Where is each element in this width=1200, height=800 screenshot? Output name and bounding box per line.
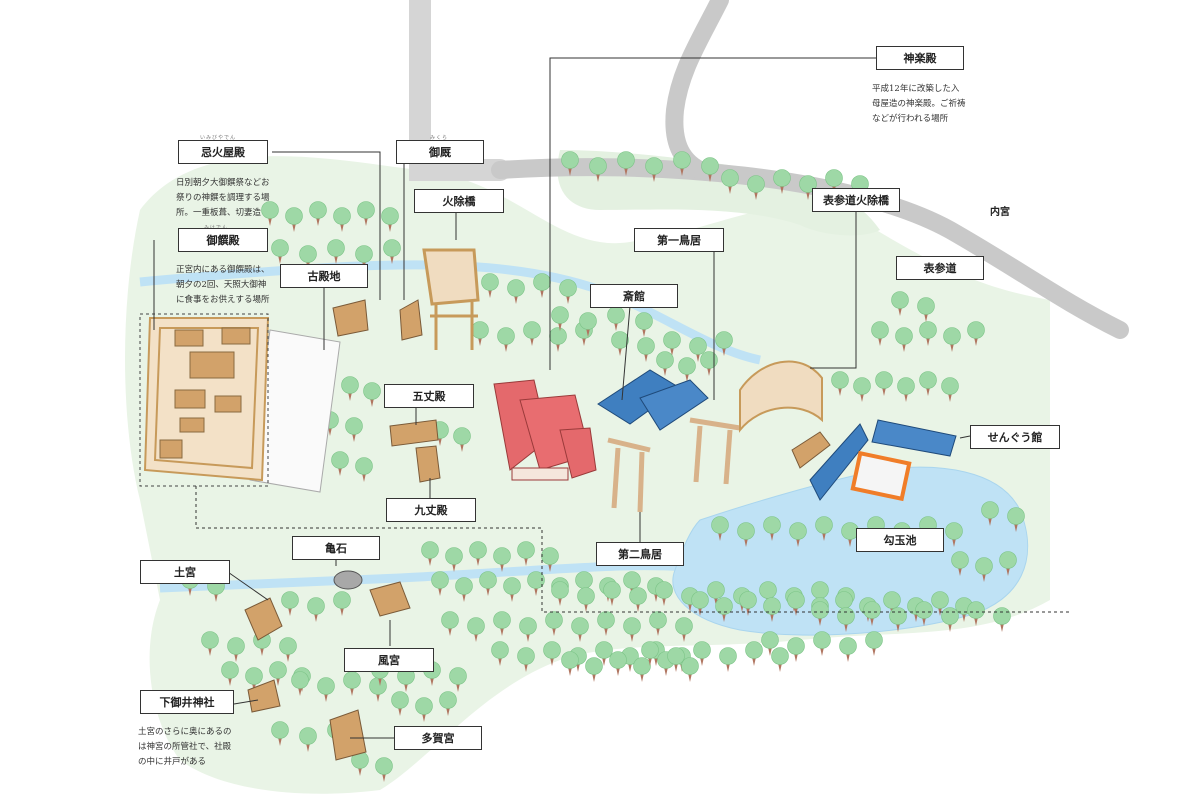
label-saikan[interactable]: 斎館	[590, 284, 678, 308]
label-tsuchinomiya[interactable]: 土宮	[140, 560, 230, 584]
label-mikura[interactable]: 御厩	[396, 140, 484, 164]
desc-imibiya-den-line: 日別朝夕大御饌祭などお	[176, 178, 270, 188]
desc-mikeden: 正宮内にある御饌殿は、 朝夕の2回、天照大御神 に食事をお供えする場所	[176, 263, 270, 308]
desc-mikeden-line: に食事をお供えする場所	[176, 295, 270, 305]
label-kazenomiya[interactable]: 風宮	[344, 648, 434, 672]
label-mikeden[interactable]: 御饌殿	[178, 228, 268, 252]
ruby-mikura: みくら	[430, 135, 449, 141]
ruby-imibiya-den: いみびやでん	[200, 135, 237, 141]
desc-shimomii: 土宮のさらに奥にあるの は神宮の所管社で、社殿 の中に井戸がある	[138, 725, 232, 770]
desc-kagura-den-line: などが行われる場所	[872, 114, 949, 124]
torii-gates	[607, 417, 741, 513]
kameishi-stone	[333, 570, 363, 590]
dashed-boundaries	[195, 486, 1070, 613]
label-shimomii[interactable]: 下御井神社	[140, 690, 234, 714]
label-kameishi[interactable]: 亀石	[292, 536, 380, 560]
hiyoke-bridge	[422, 248, 480, 350]
label-daiichi-torii[interactable]: 第一鳥居	[634, 228, 724, 252]
desc-imibiya-den-line: 祭りの神饌を調理する場	[176, 193, 270, 203]
label-sengukan[interactable]: せんぐう館	[970, 425, 1060, 449]
desc-shimomii-line: は神宮の所管社で、社殿	[138, 742, 232, 752]
label-magatama-ike[interactable]: 勾玉池	[856, 528, 944, 552]
label-gojoden[interactable]: 五丈殿	[384, 384, 474, 408]
label-tagamiya[interactable]: 多賀宮	[394, 726, 482, 750]
desc-shimomii-line: 土宮のさらに奥にあるの	[138, 727, 232, 737]
trees	[181, 151, 1025, 782]
main-shrine-compound	[143, 317, 270, 482]
desc-kagura-den-line: 平成12年に改築した入	[872, 84, 960, 94]
desc-imibiya-den: 日別朝夕大御饌祭などお 祭りの神饌を調理する場 所。一重板葺、切妻造	[176, 176, 270, 221]
omote-hiyoke-bridge	[739, 360, 823, 433]
wooden-buildings	[244, 299, 831, 761]
label-omotesando[interactable]: 表参道	[896, 256, 984, 280]
blue-buildings	[597, 369, 957, 501]
label-naiku: 内宮	[990, 207, 1010, 218]
saikan-building	[493, 379, 597, 481]
label-daini-torii[interactable]: 第二鳥居	[596, 542, 684, 566]
desc-kagura-den: 平成12年に改築した入 母屋造の神楽殿。ご祈祷 などが行われる場所	[872, 82, 966, 127]
label-hiyoke-bashi[interactable]: 火除橋	[414, 189, 504, 213]
desc-mikeden-line: 朝夕の2回、天照大御神	[176, 280, 267, 290]
sengukan-highlight	[850, 450, 912, 502]
label-kodenchi[interactable]: 古殿地	[280, 264, 368, 288]
desc-imibiya-den-line: 所。一重板葺、切妻造	[176, 208, 262, 218]
desc-kagura-den-line: 母屋造の神楽殿。ご祈祷	[872, 99, 966, 109]
label-omote-hiyoke-bashi[interactable]: 表参道火除橋	[812, 188, 900, 212]
desc-shimomii-line: の中に井戸がある	[138, 757, 207, 767]
label-kujoden[interactable]: 九丈殿	[386, 498, 476, 522]
label-kagura-den[interactable]: 神楽殿	[876, 46, 964, 70]
desc-mikeden-line: 正宮内にある御饌殿は、	[176, 265, 270, 275]
label-imibiya-den[interactable]: 忌火屋殿	[178, 140, 268, 164]
